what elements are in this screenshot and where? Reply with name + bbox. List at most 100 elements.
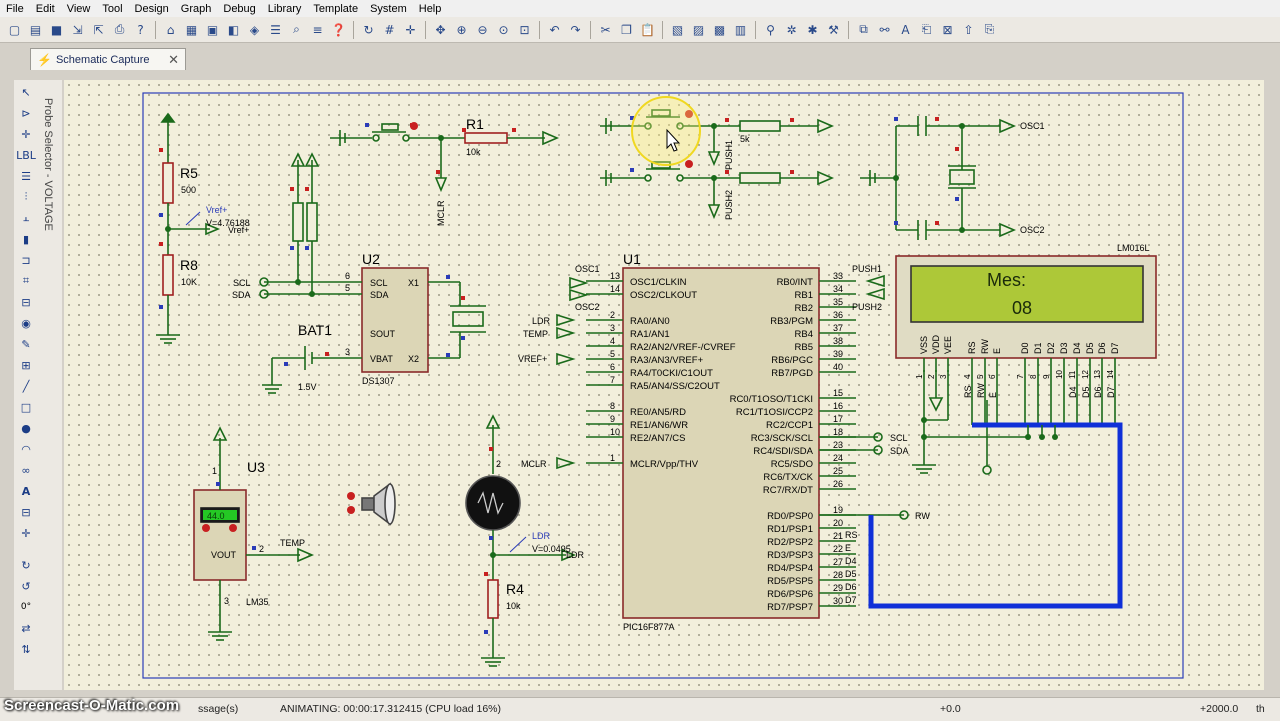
u2-ds1307-chip[interactable] xyxy=(361,267,429,373)
u1-pic16f877a-chip[interactable] xyxy=(622,267,820,619)
import-icon[interactable]: ⇲ xyxy=(72,22,83,37)
block-delete-icon[interactable]: ▥ xyxy=(734,22,747,37)
tab-schematic-capture[interactable]: ⚡ Schematic Capture ✕ xyxy=(30,48,186,70)
mirror-y-icon[interactable]: ⇅ xyxy=(21,642,31,656)
pcb-icon[interactable]: ▣ xyxy=(206,22,219,37)
block-copy-icon[interactable]: ▧ xyxy=(671,22,684,37)
menu-system[interactable]: System xyxy=(370,2,407,15)
menu-edit[interactable]: Edit xyxy=(35,2,55,15)
copy-icon[interactable]: ❐ xyxy=(621,22,632,37)
circle-icon[interactable]: ● xyxy=(21,421,31,435)
buses-icon[interactable]: ⫶ xyxy=(24,190,28,203)
menu-view[interactable]: View xyxy=(66,2,91,15)
arc-icon[interactable]: ◠ xyxy=(21,442,31,456)
menu-graph[interactable]: Graph xyxy=(180,2,212,15)
rotate-anticlockwise-icon[interactable]: ↺ xyxy=(21,579,31,593)
r8-resistor[interactable] xyxy=(162,254,174,296)
zoom-all-icon[interactable]: ⊙ xyxy=(498,22,509,37)
component-mode-icon[interactable]: ⊳ xyxy=(21,106,31,120)
wire-autorouter-icon[interactable]: ⧉ xyxy=(859,22,868,36)
tape-recorder-icon[interactable]: ⊟ xyxy=(21,295,31,309)
help-icon[interactable]: ? xyxy=(137,22,144,37)
u2-vbat-pinnum: 3 xyxy=(345,347,350,357)
menu-template[interactable]: Template xyxy=(313,2,359,15)
menu-design[interactable]: Design xyxy=(134,2,169,15)
decompose-icon[interactable]: ⚒ xyxy=(828,22,839,37)
symbol-icon[interactable]: ⊟ xyxy=(21,505,31,519)
property-assignment-icon[interactable]: A xyxy=(901,22,910,37)
menu-tool[interactable]: Tool xyxy=(102,2,123,15)
virtual-instruments-icon[interactable]: ⊞ xyxy=(21,358,31,372)
close-tab-icon[interactable]: ✕ xyxy=(168,51,179,67)
schematic-drawing[interactable]: R5 R8 R1 U2 BAT1 U3 R4 U1 500 10K 10k 5k… xyxy=(64,80,1264,690)
refresh-icon[interactable]: ↻ xyxy=(363,22,374,37)
mirror-x-icon[interactable]: ⇄ xyxy=(21,621,31,635)
u3-lm35-sensor[interactable] xyxy=(193,489,247,581)
menu-debug[interactable]: Debug xyxy=(223,2,256,15)
text-icon[interactable]: A xyxy=(21,484,31,498)
r4-resistor[interactable] xyxy=(487,579,499,619)
line-icon[interactable]: ╱ xyxy=(22,379,30,393)
cut-icon[interactable]: ✂ xyxy=(600,22,611,37)
rotate-clockwise-icon[interactable]: ↻ xyxy=(21,558,31,572)
zoom-area-icon[interactable]: ⊡ xyxy=(519,22,530,37)
selection-mode-icon[interactable]: ↖ xyxy=(21,85,31,99)
redo-icon[interactable]: ↷ xyxy=(570,22,581,37)
remove-sheet-icon[interactable]: ⊠ xyxy=(942,22,953,37)
pick-device-icon[interactable]: ⚲ xyxy=(766,22,775,37)
schematic-icon[interactable]: ▦ xyxy=(185,22,198,37)
3d-view-icon[interactable]: ◈ xyxy=(249,22,260,37)
menu-file[interactable]: File xyxy=(6,2,24,15)
make-device-icon[interactable]: ✲ xyxy=(786,22,797,37)
netlist-icon[interactable]: ⎘ xyxy=(984,22,995,36)
path-icon[interactable]: ∞ xyxy=(21,463,31,477)
r5-resistor[interactable] xyxy=(162,162,174,204)
block-move-icon[interactable]: ▨ xyxy=(692,22,705,37)
junction-dot-icon[interactable]: ✛ xyxy=(21,127,31,141)
terminals-icon[interactable]: ▮ xyxy=(22,232,30,246)
lcd-pin-number: 8 xyxy=(1029,374,1038,379)
open-folder-icon[interactable]: ▤ xyxy=(29,22,42,37)
zoom-out-icon[interactable]: ⊖ xyxy=(477,22,488,37)
gerber-icon[interactable]: ◧ xyxy=(227,22,240,37)
search-tag-icon[interactable]: ⚯ xyxy=(879,22,890,37)
u1-ldr-net: LDR xyxy=(532,316,551,326)
save-icon[interactable]: ■ xyxy=(50,22,63,37)
home-icon[interactable]: ⌂ xyxy=(166,22,175,37)
pan-icon[interactable]: ✥ xyxy=(435,22,446,37)
menu-library[interactable]: Library xyxy=(267,2,302,15)
packaging-tool-icon[interactable]: ✱ xyxy=(807,22,818,37)
grid-icon[interactable]: # xyxy=(384,22,395,37)
new-sheet-icon[interactable]: ⎗ xyxy=(921,22,932,36)
print-icon[interactable]: ⎙ xyxy=(114,22,125,36)
paste-icon[interactable]: 📋 xyxy=(640,22,655,37)
exit-sheet-icon[interactable]: ⇧ xyxy=(963,22,974,37)
u1-right-pin-name: RB2 xyxy=(795,303,813,314)
wire-label-icon[interactable]: LBL xyxy=(16,148,36,162)
undo-icon[interactable]: ↶ xyxy=(549,22,560,37)
schematic-canvas[interactable]: R5 R8 R1 U2 BAT1 U3 R4 U1 500 10K 10k 5k… xyxy=(64,80,1264,690)
zoom-in-icon[interactable]: ⊕ xyxy=(456,22,467,37)
device-pins-icon[interactable]: ⊐ xyxy=(21,253,31,267)
rotation-angle[interactable]: 0° xyxy=(20,602,32,612)
export-icon[interactable]: ⇱ xyxy=(93,22,104,37)
new-file-icon[interactable]: ▢ xyxy=(8,22,21,37)
generator-icon[interactable]: ◉ xyxy=(21,316,31,330)
status-messages[interactable]: ssage(s) xyxy=(198,703,239,715)
origin-icon[interactable]: ✛ xyxy=(405,22,416,37)
block-rotate-icon[interactable]: ▩ xyxy=(713,22,726,37)
bom-icon[interactable]: ☰ xyxy=(270,22,281,37)
r1-resistor[interactable] xyxy=(464,132,508,144)
text-script-icon[interactable]: ☰ xyxy=(21,169,31,183)
menu-help[interactable]: Help xyxy=(418,2,442,15)
voltage-probe-icon[interactable]: ✎ xyxy=(21,337,31,351)
subcircuit-icon[interactable]: ⫠ xyxy=(22,211,30,224)
lcd-pin-d0: D0 xyxy=(1020,342,1030,354)
design-explorer-icon[interactable]: ⌕ xyxy=(293,22,300,36)
box-icon[interactable]: □ xyxy=(20,400,32,414)
u1-right-pinnum: 39 xyxy=(833,349,843,359)
help-circle-icon[interactable]: ❓ xyxy=(331,22,346,37)
graph-mode-icon[interactable]: ⌗ xyxy=(22,274,30,287)
source-code-icon[interactable]: ≡ xyxy=(312,22,323,37)
marker-icon[interactable]: ✛ xyxy=(21,526,31,540)
